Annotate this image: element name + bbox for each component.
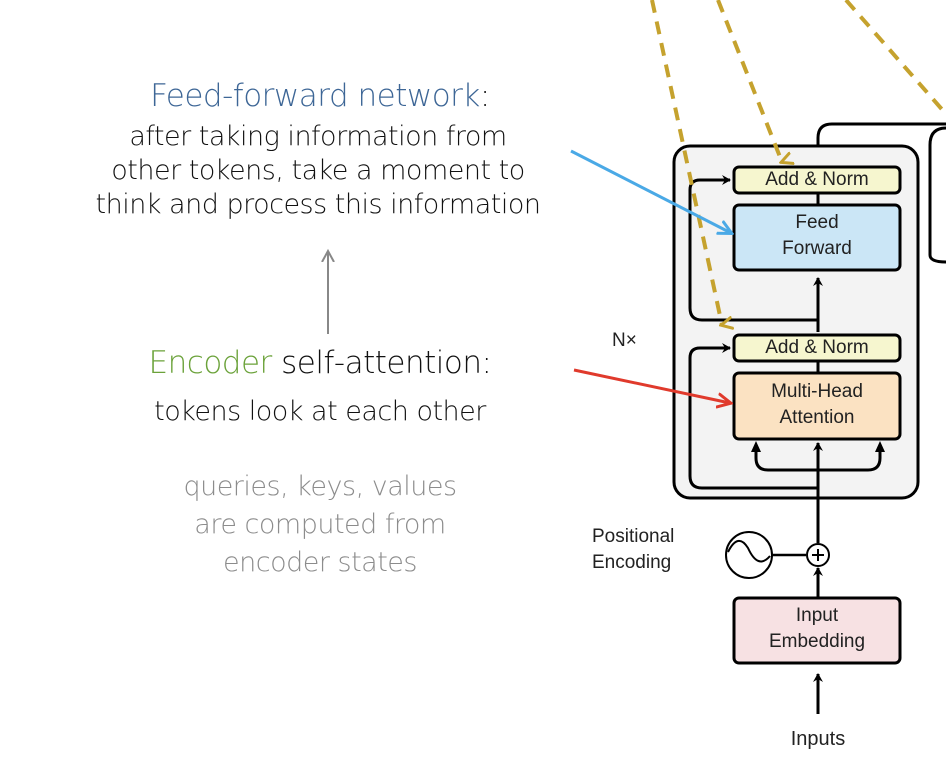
encoder-self-attention-title: Encoder self-attention: [60, 345, 580, 381]
input-embedding-label-line: Embedding [768, 631, 866, 652]
feed-forward-pointer-arrow [570, 149, 731, 233]
feed-forward-label-line: Feed [795, 212, 839, 233]
encoder-self-attention-description: tokens look at each other [154, 396, 486, 427]
add-norm-top-block [732, 165, 902, 195]
add-norm-bottom-label: Add & Norm [765, 337, 869, 358]
self-attention-text: self-attention: [271, 345, 492, 381]
feed-forward-title-text: Feed-forward network [150, 78, 480, 114]
feed-forward-annotation-title: Feed-forward network: [40, 78, 600, 114]
ffn-desc-line: think and process this information [95, 189, 541, 220]
qkv-note-line: queries, keys, values [183, 471, 457, 502]
dashed-attention-line-3 [844, 0, 946, 116]
input-embedding-block [732, 596, 902, 665]
attention-label-line: Multi-Head [771, 381, 863, 402]
feed-forward-block [732, 203, 902, 272]
encoder-highlight: Encoder [148, 345, 273, 381]
qkv-note-line: are computed from [194, 509, 446, 540]
input-embedding-label-line: Input [795, 605, 839, 626]
qkv-note-line: encoder states [223, 547, 417, 578]
positional-encoding-label-line: Positional [592, 526, 675, 547]
qkv-note: queries, keys, values are computed from … [60, 468, 580, 582]
repeat-n-label: N× [612, 330, 637, 351]
feed-forward-title-colon: : [479, 78, 490, 114]
self-attention-pointer-arrow [573, 368, 730, 403]
ffn-desc-line: after taking information from [129, 121, 507, 152]
multi-head-attention-label: Multi-Head Attention [734, 379, 900, 431]
positional-encoding-label-line: Encoding [592, 552, 672, 573]
positional-encoding-sine-icon [725, 531, 773, 579]
positional-encoding-label: Positional Encoding [592, 524, 722, 576]
input-embedding-label: Input Embedding [734, 603, 900, 655]
dashed-attention-line-2 [716, 0, 782, 162]
encoder-output-connector [816, 122, 946, 168]
feed-forward-label-line: Forward [782, 238, 852, 259]
add-norm-bottom-block [732, 333, 902, 363]
dashed-attention-line-1 [650, 0, 722, 325]
right-connector-arc [928, 126, 946, 264]
feed-forward-label: Feed Forward [734, 210, 900, 262]
feed-forward-annotation-description: after taking information from other toke… [28, 120, 608, 222]
attention-residual [688, 343, 818, 490]
add-norm-top-label: Add & Norm [765, 169, 869, 190]
ffn-residual [688, 175, 818, 322]
inputs-label: Inputs [790, 728, 846, 750]
qkv-branches [754, 445, 882, 472]
ffn-desc-line: other tokens, take a moment to [111, 155, 525, 186]
attention-label-line: Attention [779, 407, 855, 428]
